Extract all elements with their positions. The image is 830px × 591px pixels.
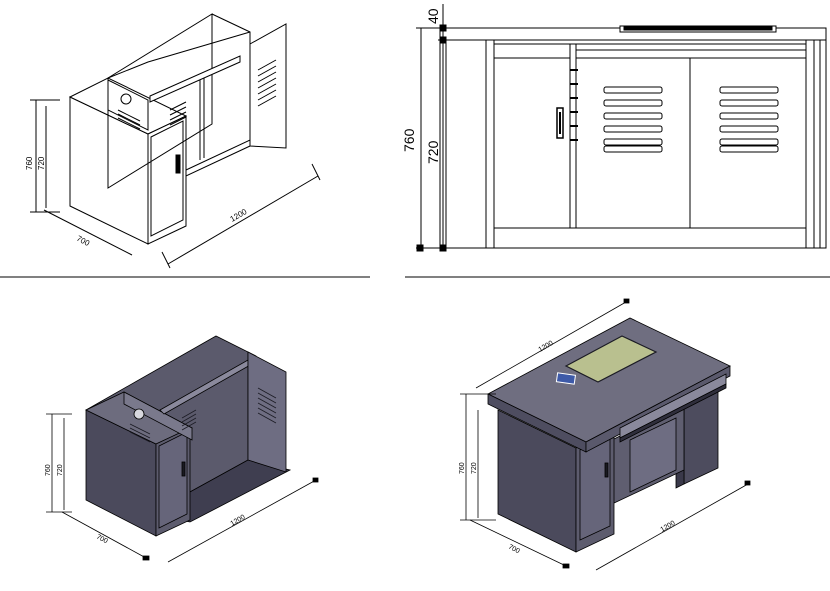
closed-door-handle bbox=[604, 462, 609, 478]
closed-label-height-outer: 760 bbox=[459, 462, 466, 474]
shaded-front-door-handle bbox=[181, 461, 186, 477]
wire-door-vents bbox=[257, 59, 277, 107]
wire-inner-panel bbox=[107, 79, 149, 131]
wire-label-height-inner: 720 bbox=[37, 156, 46, 170]
shaded-cable-hole bbox=[133, 408, 145, 420]
front-vent-strip bbox=[570, 69, 578, 141]
front-door-2-vents bbox=[719, 86, 779, 153]
closed-label-height-inner: 720 bbox=[471, 462, 478, 474]
wire-back-panel bbox=[107, 13, 213, 189]
iso-shaded-open-view bbox=[46, 335, 319, 563]
wire-top-rail-2 bbox=[107, 31, 251, 79]
wire-open-door bbox=[249, 23, 287, 149]
shaded-inner-vents bbox=[129, 423, 151, 443]
wire-dim-depth bbox=[43, 209, 133, 256]
wire-front-panel bbox=[147, 115, 187, 245]
shaded-open-label-depth: 700 bbox=[95, 534, 109, 546]
shaded-front-door bbox=[158, 431, 188, 529]
front-base-rail bbox=[493, 227, 807, 249]
shaded-open-dims bbox=[46, 413, 317, 563]
shaded-door-vents bbox=[257, 387, 277, 424]
wire-label-height-outer: 760 bbox=[25, 156, 34, 170]
iso-shaded-closed-view bbox=[460, 298, 751, 571]
wire-small-door-handle bbox=[175, 154, 181, 174]
front-left-leg bbox=[485, 39, 495, 249]
front-door-1-vents bbox=[603, 86, 663, 153]
shaded-open-door bbox=[247, 351, 287, 473]
front-right-door-1 bbox=[575, 57, 691, 229]
wire-beam bbox=[149, 55, 241, 103]
front-view bbox=[416, 4, 827, 252]
closed-glass-panel bbox=[564, 335, 658, 383]
wire-bottom-rail bbox=[185, 139, 251, 177]
wire-small-door bbox=[150, 120, 184, 237]
front-left-door bbox=[493, 57, 571, 229]
wire-top-rail bbox=[211, 13, 251, 44]
wire-label-width: 1200 bbox=[229, 207, 249, 224]
front-label-top-thickness: 40 bbox=[425, 8, 441, 24]
front-right-door-2 bbox=[689, 57, 807, 229]
shaded-open-label-height-inner: 720 bbox=[57, 464, 64, 476]
shaded-open-label-height-outer: 760 bbox=[45, 464, 52, 476]
closed-badge bbox=[555, 372, 577, 385]
closed-dims bbox=[460, 301, 749, 571]
front-right-leg bbox=[805, 39, 815, 249]
wire-back-vents bbox=[169, 101, 187, 126]
front-drawer-rail bbox=[575, 49, 807, 59]
front-label-height-inner: 720 bbox=[425, 140, 441, 164]
front-label-height-outer: 760 bbox=[401, 128, 417, 152]
wire-label-depth: 700 bbox=[75, 234, 91, 248]
closed-label-width: 1200 bbox=[660, 520, 677, 534]
wire-dim-width bbox=[167, 175, 319, 265]
closed-label-depth: 700 bbox=[507, 544, 521, 556]
shaded-back-vents bbox=[181, 409, 197, 431]
shaded-open-label-width: 1200 bbox=[230, 514, 247, 528]
iso-wireframe-view bbox=[30, 13, 321, 269]
closed-inner-door bbox=[629, 417, 677, 493]
wire-cable-hole bbox=[120, 93, 132, 105]
shaded-inner-panel bbox=[123, 391, 193, 441]
closed-label-top: 1200 bbox=[538, 340, 555, 354]
